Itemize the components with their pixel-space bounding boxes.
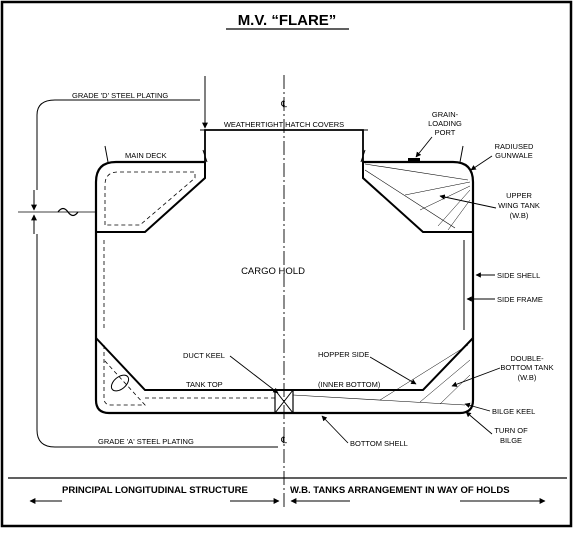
- upper-wing-arrow: [439, 194, 497, 209]
- hull-outline: [94, 160, 475, 415]
- upper-wing-tank-left: [96, 162, 206, 233]
- db-shading-1: [292, 394, 466, 406]
- upper-wing-tank-right: [362, 162, 473, 233]
- label-grain-loading-2: LOADING: [428, 119, 462, 128]
- centerline-symbol-top: ℄: [280, 99, 287, 109]
- coaming-stay-right: [360, 149, 366, 163]
- radiused-arrow: [470, 155, 493, 171]
- label-side-shell: SIDE SHELL: [497, 271, 540, 280]
- hopper-side-arrow: [369, 356, 417, 385]
- label-double-bottom-1: DOUBLE-: [510, 354, 544, 363]
- label-bilge-keel: BILGE KEEL: [492, 407, 535, 416]
- hopper-left-inner: [103, 345, 146, 406]
- label-bottom-shell: BOTTOM SHELL: [350, 439, 408, 448]
- label-radiused-1: RADIUSED: [495, 142, 534, 151]
- pipe-duct-left: [110, 374, 130, 392]
- wing-tank-shading-2: [364, 169, 456, 229]
- turn-bilge-arrow: [465, 411, 493, 435]
- label-grain-loading-1: GRAIN-: [432, 110, 459, 119]
- label-radiused-2: GUNWALE: [495, 151, 533, 160]
- label-upper-wing-3: (W.B): [510, 211, 529, 220]
- label-duct-keel: DUCT KEEL: [183, 351, 225, 360]
- label-turn-bilge-2: BILGE: [500, 436, 522, 445]
- diagram-title: M.V. “FLARE”: [238, 12, 337, 29]
- label-main-deck: MAIN DECK: [125, 151, 167, 160]
- label-side-frame: SIDE FRAME: [497, 295, 543, 304]
- break-symbol: [57, 207, 79, 217]
- label-grain-loading-3: PORT: [435, 128, 456, 137]
- grain-loading-arrow: [415, 136, 433, 158]
- centerline-symbol-bottom: ℄: [280, 435, 287, 445]
- label-tank-top: TANK TOP: [186, 380, 223, 389]
- label-turn-bilge-1: TURN OF: [494, 426, 528, 435]
- label-upper-wing-2: WING TANK: [498, 201, 540, 210]
- duct-keel-arrow: [229, 355, 279, 394]
- grade-a-bracket: [36, 234, 278, 448]
- hopper-left: [95, 337, 284, 391]
- hopper-right: [284, 337, 474, 391]
- label-weathertight: WEATHERTIGHT HATCH COVERS: [224, 120, 344, 129]
- label-double-bottom-3: (W.B): [518, 373, 537, 382]
- upper-wing-tank-left-inner: [104, 171, 196, 226]
- deck-rail-left: [104, 145, 109, 163]
- duct-keel-cross-2: [274, 389, 294, 414]
- label-upper-wing-1: UPPER: [506, 191, 532, 200]
- bilge-keel-arrow: [464, 402, 491, 412]
- wing-tank-shading-3: [404, 181, 471, 231]
- label-cargo-hold: CARGO HOLD: [241, 266, 305, 277]
- double-bottom-arrow: [451, 367, 501, 387]
- grain-loading-port-mark: [408, 158, 420, 163]
- coaming-stay-left: [202, 149, 208, 163]
- grade-d-bracket: [36, 99, 200, 190]
- footer-right-label: W.B. TANKS ARRANGEMENT IN WAY OF HOLDS: [290, 485, 510, 496]
- bottom-shell-arrow: [321, 415, 349, 444]
- label-inner-bottom: (INNER BOTTOM): [318, 380, 381, 389]
- footer-left-label: PRINCIPAL LONGITUDINAL STRUCTURE: [62, 485, 248, 496]
- label-double-bottom-2: BOTTOM TANK: [500, 363, 553, 372]
- db-shading-2: [379, 344, 471, 405]
- label-grade-a: GRADE 'A' STEEL PLATING: [98, 437, 194, 446]
- deck-rail-right: [459, 145, 464, 163]
- wing-tank-shading-1: [364, 163, 469, 181]
- label-grade-d: GRADE 'D' STEEL PLATING: [72, 91, 168, 100]
- label-hopper-side: HOPPER SIDE: [318, 350, 369, 359]
